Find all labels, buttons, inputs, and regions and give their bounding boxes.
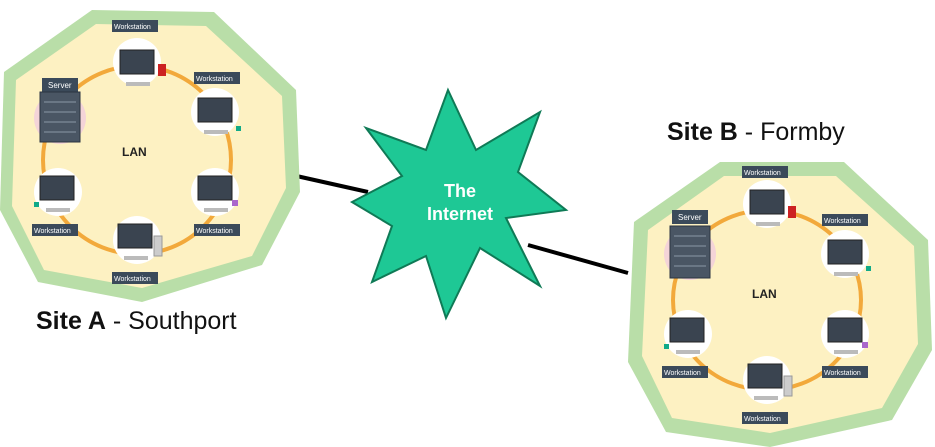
site-a-ws-right-top: Workstation (191, 72, 241, 136)
site-b-sep: - (737, 118, 761, 146)
site-b-ws-left-bottom-label: Workstation (664, 370, 701, 377)
monitor-icon (117, 223, 153, 249)
site-b-ws-right-top: Workstation (821, 214, 871, 278)
internet-label-line1: The (444, 181, 476, 201)
site-a-ws-top: Workstation (112, 20, 166, 86)
site-b-ws-left-bottom: Workstation (662, 310, 712, 378)
site-b-server-label: Server (678, 213, 702, 222)
site-a-name: Site A (36, 307, 106, 335)
site-a-ws-bottom: Workstation (112, 216, 163, 284)
site-b-ws-top-label: Workstation (744, 170, 781, 177)
site-a-sep: - (105, 307, 129, 335)
monitor-icon (119, 49, 155, 75)
site-b-ws-right-bottom-label: Workstation (824, 370, 861, 377)
monitor-icon (39, 175, 75, 201)
site-b-ws-top: Workstation (742, 166, 796, 228)
internet-cloud: The Internet (349, 87, 569, 321)
internet-label-line2: Internet (427, 204, 493, 224)
site-a-ws-left-bottom-label: Workstation (34, 228, 71, 235)
site-a-location: Southport (128, 307, 237, 335)
wan-link-a (291, 173, 369, 194)
monitor-icon (749, 189, 785, 215)
site-a-ws-top-label: Workstation (114, 24, 151, 31)
site-a-ws-right-bottom: Workstation (191, 168, 240, 236)
site-a-lan-label: LAN (122, 145, 147, 159)
server-icon (39, 91, 81, 143)
site-b-location: Formby (760, 118, 845, 146)
site-a-lan: LAN Server Workstation Workstation (0, 10, 300, 302)
site-a-server-label: Server (48, 81, 72, 90)
site-b-lan: LAN Server Workstation Workstation (628, 162, 932, 447)
site-a-server: Server (34, 78, 86, 144)
site-a-ws-bottom-label: Workstation (114, 276, 151, 283)
site-b-ws-bottom: Workstation (742, 356, 793, 424)
wan-link-b (527, 243, 629, 275)
site-b-ws-bottom-label: Workstation (744, 416, 781, 423)
site-b-ws-right-top-label: Workstation (824, 218, 861, 225)
server-icon (669, 225, 711, 279)
monitor-icon (827, 239, 863, 265)
site-b-name: Site B (667, 118, 738, 146)
monitor-icon (827, 317, 863, 343)
site-a-ws-left-bottom: Workstation (32, 168, 82, 236)
site-b-title: Site B - Formby (667, 118, 845, 147)
site-a-ws-right-bottom-label: Workstation (196, 228, 233, 235)
starburst-icon (349, 87, 569, 321)
site-a-title: Site A - Southport (36, 307, 237, 336)
monitor-icon (197, 175, 233, 201)
monitor-icon (669, 317, 705, 343)
site-a-ws-right-top-label: Workstation (196, 76, 233, 83)
site-b-ws-right-bottom: Workstation (821, 310, 869, 378)
site-b-lan-label: LAN (752, 287, 777, 301)
site-b-server: Server (664, 210, 716, 280)
monitor-icon (747, 363, 783, 389)
monitor-icon (197, 97, 233, 123)
